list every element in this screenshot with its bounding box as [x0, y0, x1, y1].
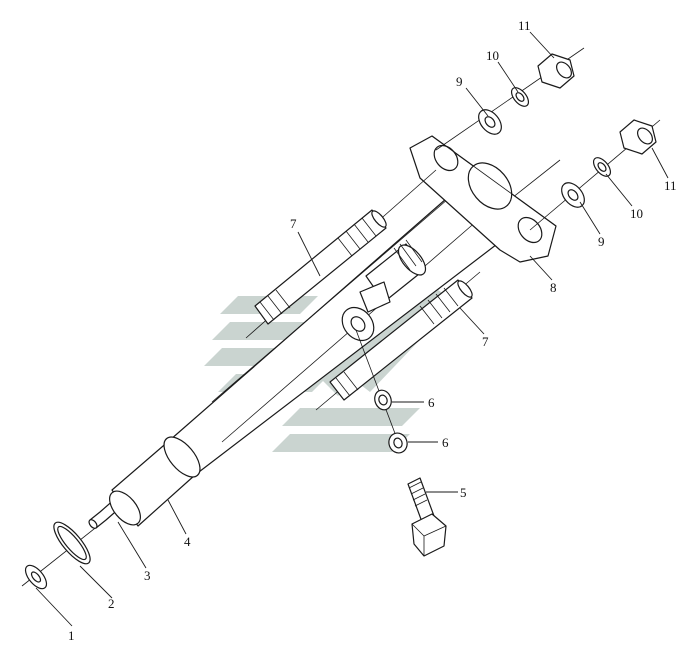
callout-10-lower: 10: [630, 206, 643, 221]
lock-washer-10-upper: [510, 87, 530, 107]
inlet-connector: [359, 239, 427, 313]
callout-9-upper: 9: [456, 74, 463, 89]
callout-8: 8: [550, 280, 557, 295]
washer-9-lower: [561, 182, 585, 208]
callout-6-upper: 6: [428, 395, 435, 410]
lock-washer-10-lower: [592, 157, 612, 177]
washer-6-upper: [374, 389, 392, 411]
injector-body: [88, 177, 506, 529]
callout-2: 2: [108, 596, 115, 611]
callout-4: 4: [184, 534, 191, 549]
leader-lines: [35, 31, 669, 627]
callout-3: 3: [144, 568, 151, 583]
callout-7-lower: 7: [482, 334, 489, 349]
stud-7-upper: [245, 169, 437, 339]
banjo-seat: [341, 306, 403, 453]
washer-6-lower: [388, 432, 408, 454]
callout-7-upper: 7: [290, 216, 297, 231]
callout-5: 5: [460, 485, 467, 500]
banjo-bolt-5: [407, 477, 447, 557]
callout-9-lower: 9: [598, 234, 605, 249]
stud-7-lower: [315, 271, 481, 411]
nut-11-upper: [537, 53, 575, 89]
washer-2: [53, 521, 91, 565]
washer-1: [24, 564, 48, 590]
callout-6-lower: 6: [442, 435, 449, 450]
washer-9-upper: [478, 109, 502, 135]
flange-8: [409, 135, 557, 263]
callout-11-upper: 11: [518, 18, 531, 33]
nut-11-lower: [619, 119, 657, 155]
callout-11-lower: 11: [664, 178, 677, 193]
callout-10-upper: 10: [486, 48, 499, 63]
callout-1: 1: [68, 628, 75, 643]
